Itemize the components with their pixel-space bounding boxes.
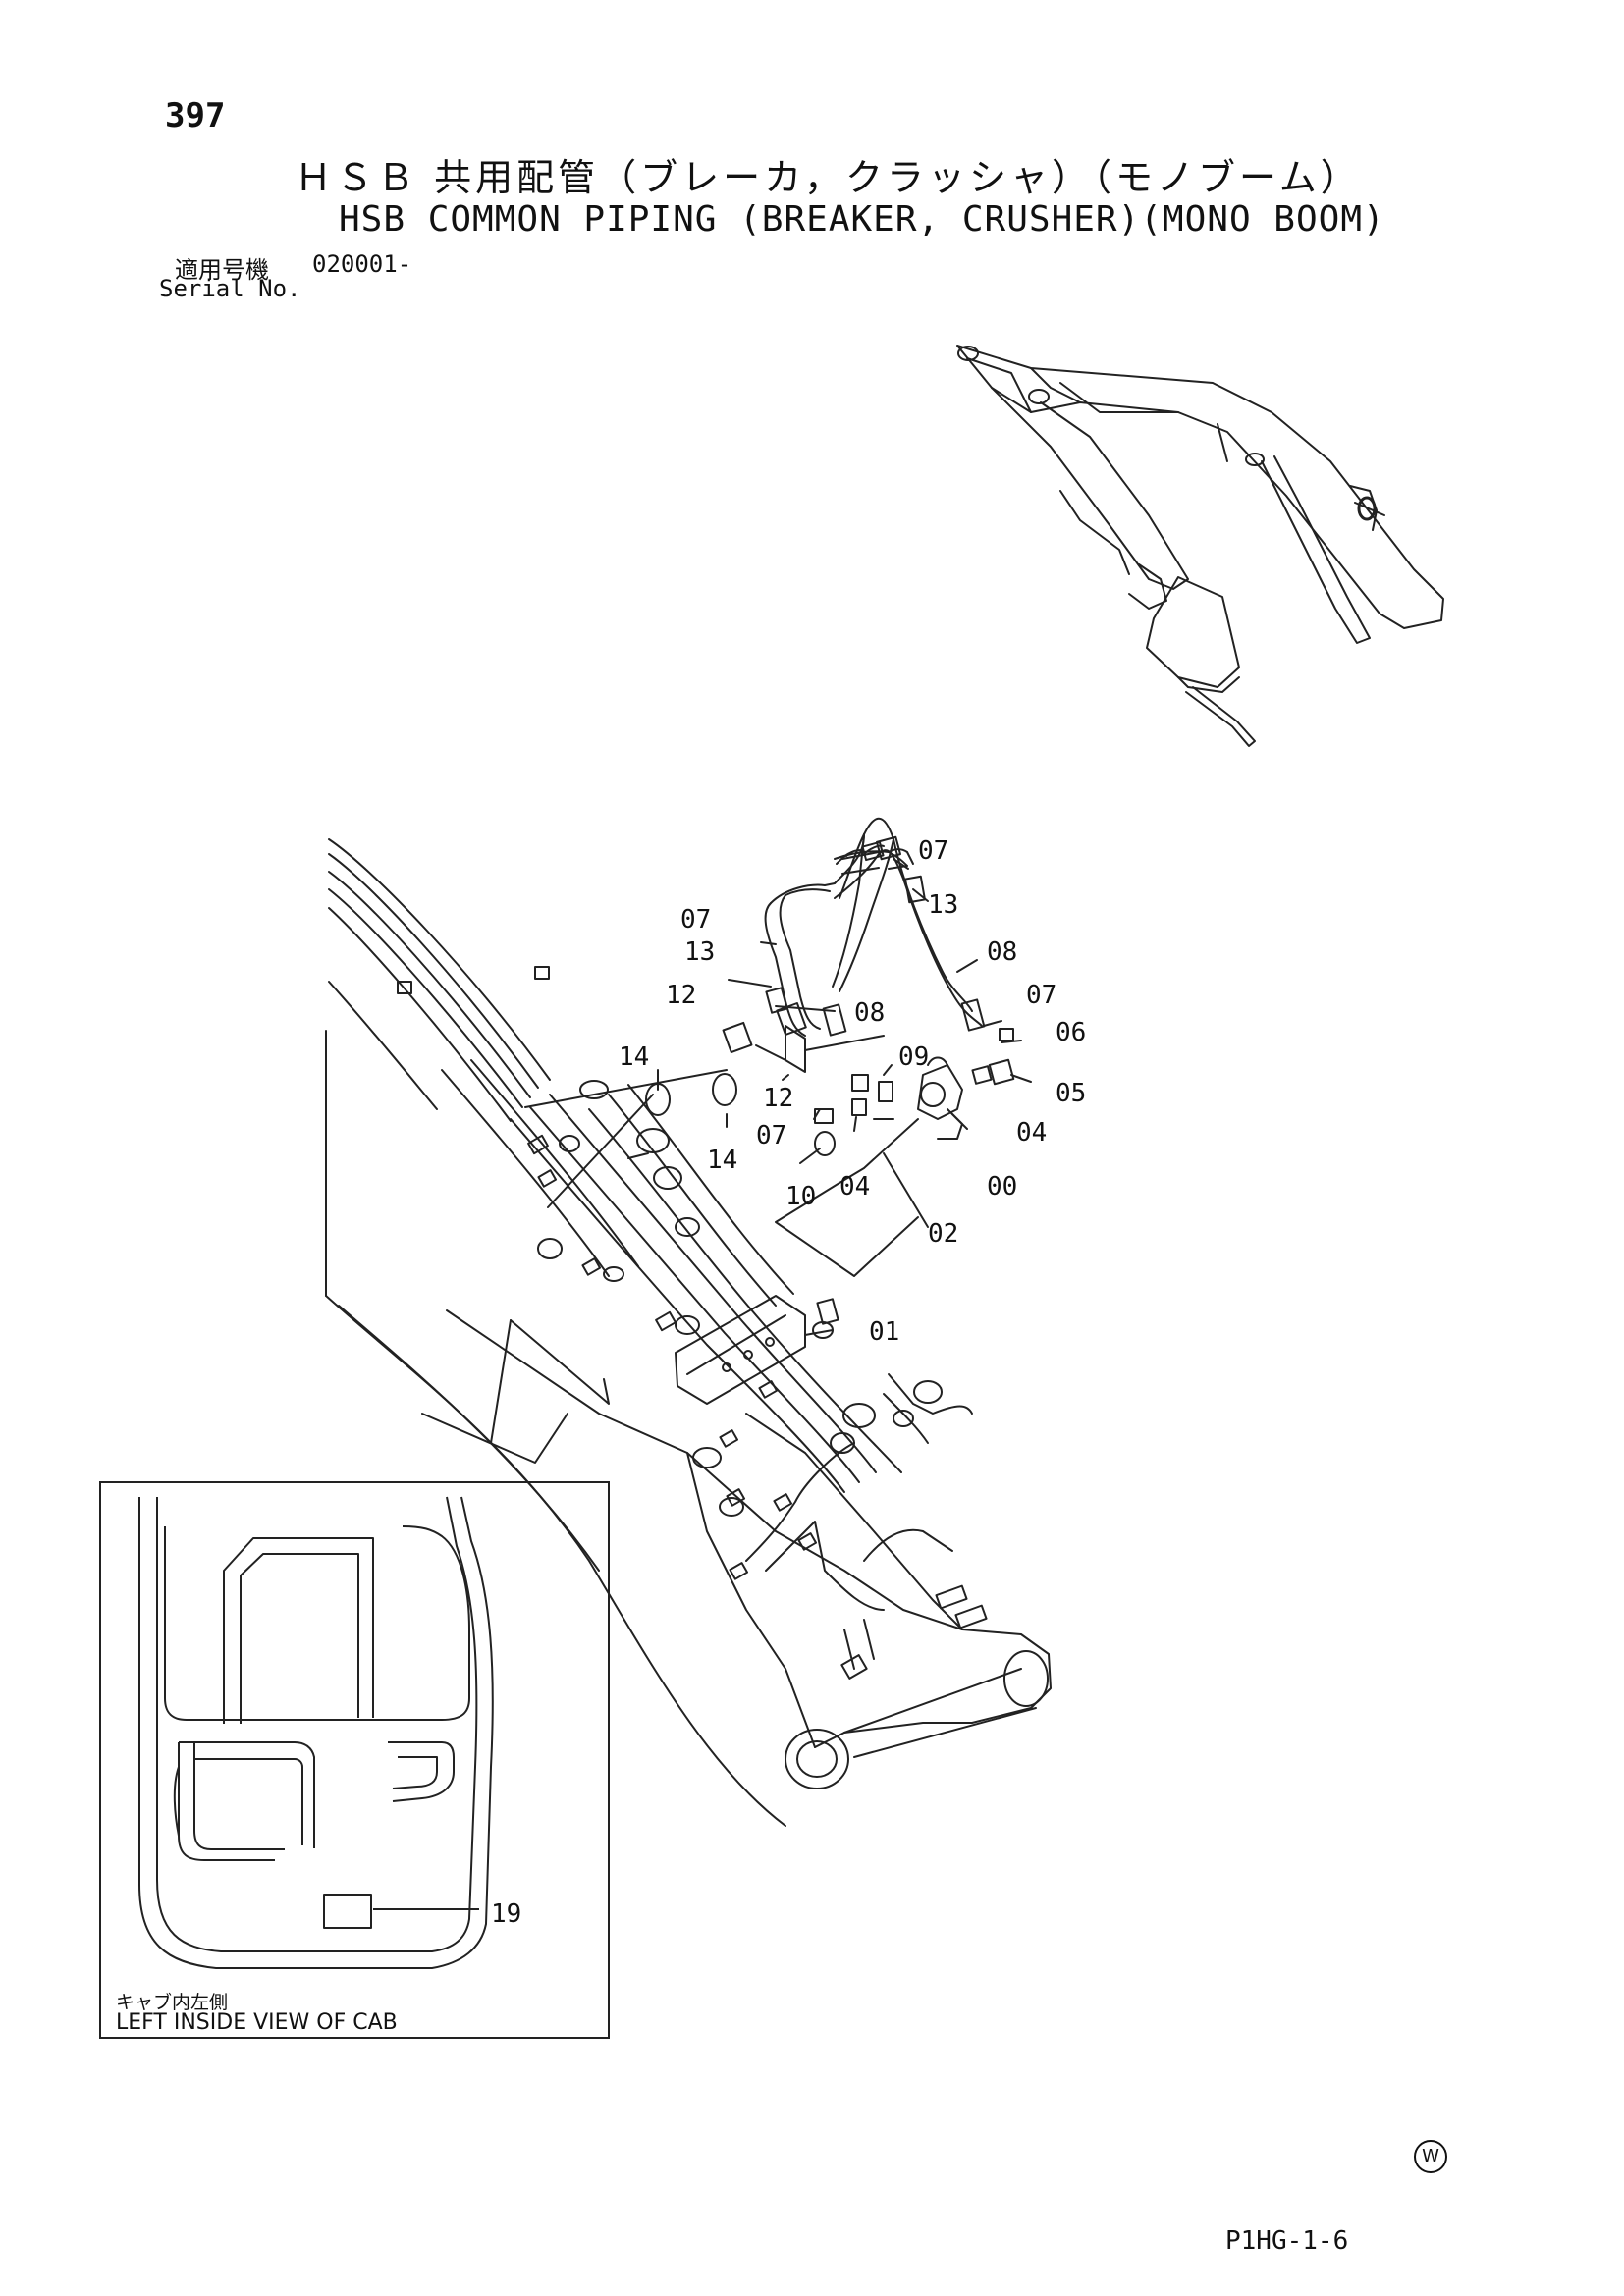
page-number: 397 [165,96,226,135]
callout-14-a: 14 [619,1042,649,1072]
callout-14-b: 14 [707,1146,737,1175]
serial-label-en: Serial No. [159,275,301,302]
page-title-en: HSB COMMON PIPING (BREAKER, CRUSHER)(MON… [339,199,1385,240]
callout-08-a: 08 [987,937,1017,967]
boom-assembly-drawing [325,838,1052,1827]
page-code: P1HG-1-6 [1225,2226,1349,2256]
callout-07-d: 07 [756,1121,786,1150]
cab-inset-drawing [138,1496,494,1969]
inset-caption-jp: キャブ内左側 [116,1992,229,2013]
callout-07-c: 07 [1026,981,1056,1010]
serial-label-jp: 適用号機 [175,256,269,284]
callout-13-a: 13 [928,890,958,920]
page-title-jp: ＨＳＢ 共用配管（ブレーカ，クラッシャ）（モノブーム） [295,156,1362,199]
callout-04-b: 04 [839,1172,870,1201]
callout-08-b: 08 [854,998,885,1028]
callout-12-a: 12 [666,981,696,1010]
callout-07-b: 07 [680,905,711,934]
callout-04-a: 04 [1016,1118,1047,1148]
overview-machine-drawing [956,345,1444,747]
cab-inset-frame [99,1481,610,2039]
callout-10: 10 [785,1182,816,1211]
callout-02: 02 [928,1219,958,1249]
serial-value: 020001- [312,250,412,278]
callout-05: 05 [1056,1079,1086,1108]
callout-06: 06 [1056,1018,1086,1047]
callout-09: 09 [898,1042,929,1072]
callout-01: 01 [869,1317,899,1347]
callout-19: 19 [491,1899,521,1929]
callout-13-b: 13 [684,937,715,967]
inset-caption-en: LEFT INSIDE VIEW OF CAB [116,2010,398,2035]
callout-07-a: 07 [918,836,948,866]
callout-leaders [657,858,1032,1336]
exploded-hose-assembly [524,817,1015,1339]
callout-00: 00 [987,1172,1017,1201]
callout-12-b: 12 [763,1084,793,1113]
circled-w-mark: W [1414,2140,1447,2173]
